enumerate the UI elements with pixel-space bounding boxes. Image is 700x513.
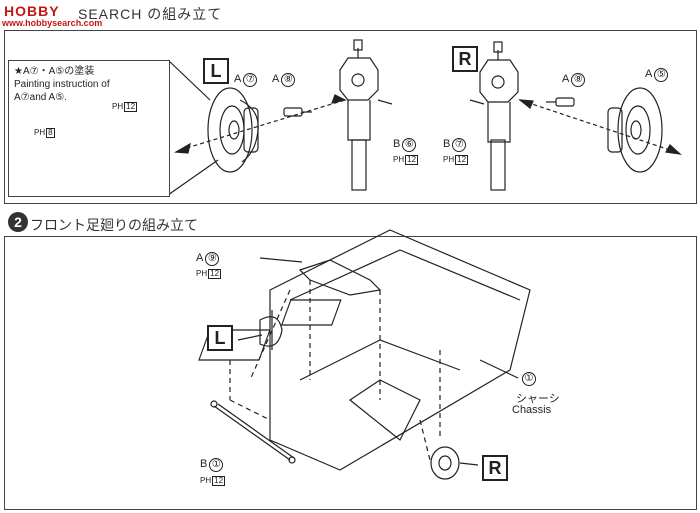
watermark-brand: HOBBY [4,3,60,19]
painting-note-text: ★A⑦・A⑤の塗装 Painting instruction of A⑦and … [14,65,110,104]
step2-right-badge: R [482,455,508,481]
step2-ph-bottom-num: 12 [212,476,226,486]
step1-frame [4,30,697,204]
left-a8-num: ⑧ [281,73,296,87]
left-side-badge: L [203,58,229,84]
note-ph12-num: 12 [124,102,138,112]
right-a8-num: ⑧ [571,73,586,87]
right-b7-num: ⑦ [452,138,467,152]
step2-b1-num: ① [209,458,224,472]
step2-left-badge: L [207,325,233,351]
note-en-line2: A⑦and A⑤. [14,92,67,103]
step2-a9-letter: A [196,252,204,264]
step2-ph-top-prefix: PH [196,269,208,278]
step1-title: SEARCH の組み立て [78,6,223,22]
right-a5-letter: A [645,68,653,80]
right-b7-letter: B [443,138,451,150]
watermark-logo: HOBBY www.hobbysearch.com [0,0,120,34]
left-a7-num: ⑦ [243,73,258,87]
left-ph-num: 12 [405,155,419,165]
step2-ph-bottom-prefix: PH [200,476,212,485]
step2-number: 2 [8,212,28,232]
chassis-num: ① [522,372,536,386]
step2-a9-num: ⑨ [205,252,220,266]
note-ph8-prefix: PH [34,128,46,137]
chassis-en-label: Chassis [512,404,552,416]
left-a8-letter: A [272,73,280,85]
left-b6-letter: B [393,138,401,150]
right-ph-prefix: PH [443,155,455,164]
note-en-line1: Painting instruction of [14,79,110,90]
chassis-label: ① [520,372,536,386]
left-b6-num: ⑥ [402,138,417,152]
note-ph12-prefix: PH [112,102,124,111]
watermark-site: www.hobbysearch.com [2,18,103,28]
right-a8-letter: A [562,73,570,85]
right-side-badge: R [452,46,478,72]
note-heading: ★A⑦・A⑤の塗装 [14,66,95,77]
painting-note-box [8,60,170,197]
right-ph-num: 12 [455,155,469,165]
step2-title: フロント足廻りの組み立て [30,217,198,233]
note-ph8-num: 8 [46,128,55,138]
left-ph-prefix: PH [393,155,405,164]
step2-ph-top-num: 12 [208,269,222,279]
left-a7-letter: A [234,73,242,85]
step2-b1-letter: B [200,458,208,470]
chassis-jp-label: シャーシ [516,393,560,405]
right-a5-num: ⑤ [654,68,669,82]
step2-frame [4,236,697,510]
